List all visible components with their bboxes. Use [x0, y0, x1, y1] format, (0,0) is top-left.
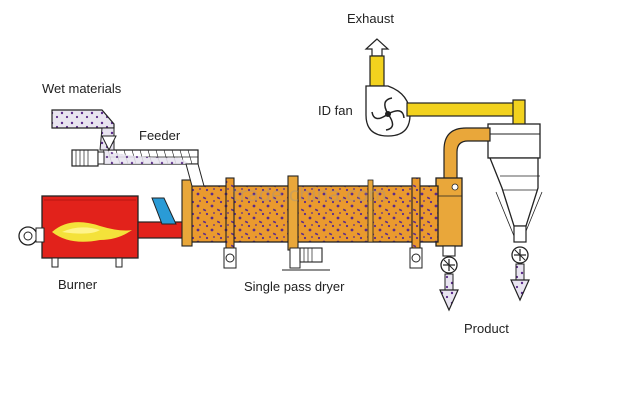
screw-feeder	[71, 149, 205, 187]
motor-icon	[299, 247, 323, 263]
label-feeder: Feeder	[139, 128, 181, 143]
feed-chute	[151, 197, 177, 225]
watermark: trade.china.com	[232, 184, 387, 206]
airlock-valve-icon	[511, 246, 529, 264]
label-wet-materials: Wet materials	[42, 81, 122, 96]
id-fan	[365, 85, 411, 137]
cyclone	[487, 123, 543, 302]
burner	[18, 195, 189, 268]
motor-icon	[71, 149, 105, 167]
fan-icon	[371, 97, 405, 131]
wet-materials-conveyor	[51, 109, 117, 152]
arrow-up-icon	[364, 38, 390, 57]
label-single-pass-dryer: Single pass dryer	[244, 279, 345, 294]
label-burner: Burner	[58, 277, 98, 292]
airlock-valve-icon	[440, 256, 458, 274]
label-exhaust: Exhaust	[347, 11, 394, 26]
drum-to-cyclone-duct	[443, 127, 491, 183]
label-product: Product	[464, 321, 509, 336]
dryer-drum	[181, 175, 439, 271]
exhaust-stack	[369, 55, 385, 87]
arrow-down-icon	[439, 289, 459, 312]
label-id-fan: ID fan	[318, 103, 353, 118]
arrow-down-icon	[510, 279, 530, 302]
arrow-down-icon	[101, 135, 117, 152]
discharge-hood	[435, 177, 463, 312]
fan-duct	[406, 102, 516, 117]
